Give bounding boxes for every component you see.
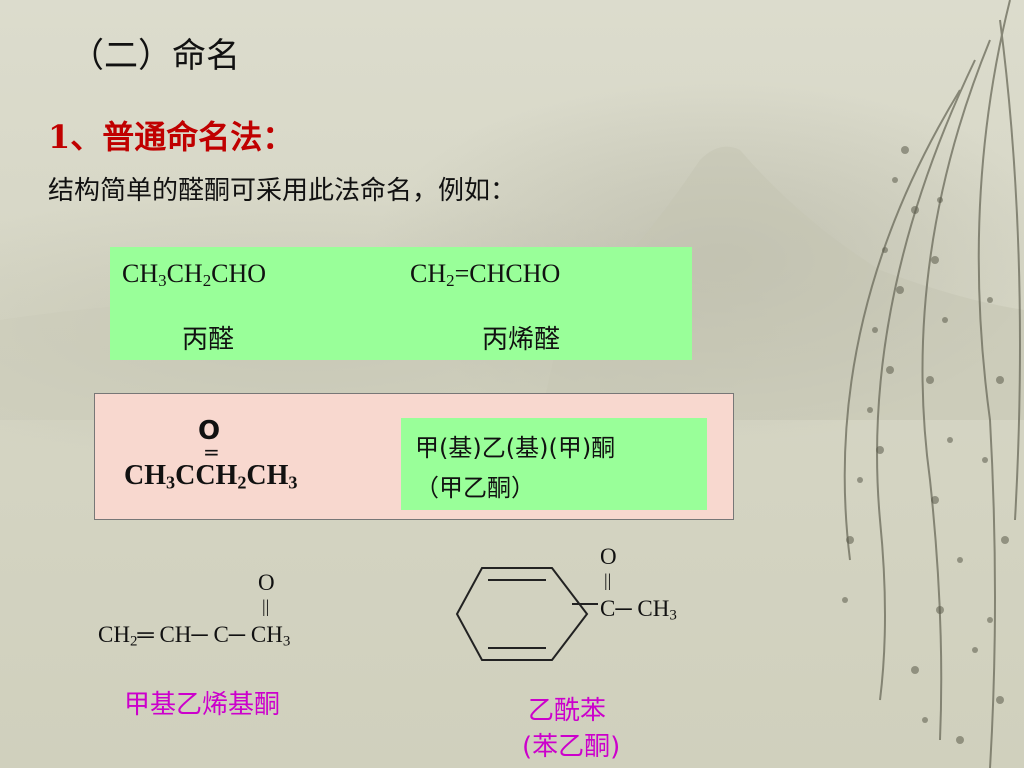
- mvk-name: 甲基乙烯基酮: [124, 690, 281, 720]
- butanone-name: 甲(基)乙(基)(甲)酮: [415, 434, 616, 462]
- mvk-double-bond: ||: [262, 596, 270, 616]
- acetophenone-name: 乙酰苯: [528, 696, 607, 726]
- propanal-name: 丙醛: [182, 325, 235, 355]
- mvk-oxygen: O: [258, 570, 275, 595]
- acetophenone-double-bond: ||: [604, 570, 612, 590]
- aldehyde-examples-box: CH3CH2CHO CH2=CHCHO 丙醛 丙烯醛: [110, 247, 692, 360]
- carbonyl-oxygen: O: [198, 416, 221, 446]
- mvk-formula: CH2═ CH─ C─ CH3: [98, 622, 291, 650]
- section-heading: 1、普通命名法：: [48, 118, 295, 156]
- butanone-common-name: （甲乙酮）: [415, 474, 535, 502]
- propenal-formula: CH2=CHCHO: [410, 259, 561, 291]
- double-bond-mark: =: [203, 440, 220, 464]
- propenal-name: 丙烯醛: [482, 325, 561, 355]
- acetophenone-formula: C─ CH3: [600, 596, 677, 624]
- benzene-ring-icon: [455, 567, 598, 661]
- acetophenone-common-name: (苯乙酮): [522, 732, 621, 762]
- acetophenone-oxygen: O: [600, 544, 617, 569]
- butanone-formula: CH3CCH2CH3: [124, 460, 298, 493]
- butanone-name-box: 甲(基)乙(基)(甲)酮 （甲乙酮）: [401, 418, 707, 510]
- page-title: （二）命名: [70, 36, 240, 76]
- propanal-formula: CH3CH2CHO: [122, 259, 267, 291]
- intro-text: 结构简单的醛酮可采用此法命名，例如：: [48, 176, 517, 206]
